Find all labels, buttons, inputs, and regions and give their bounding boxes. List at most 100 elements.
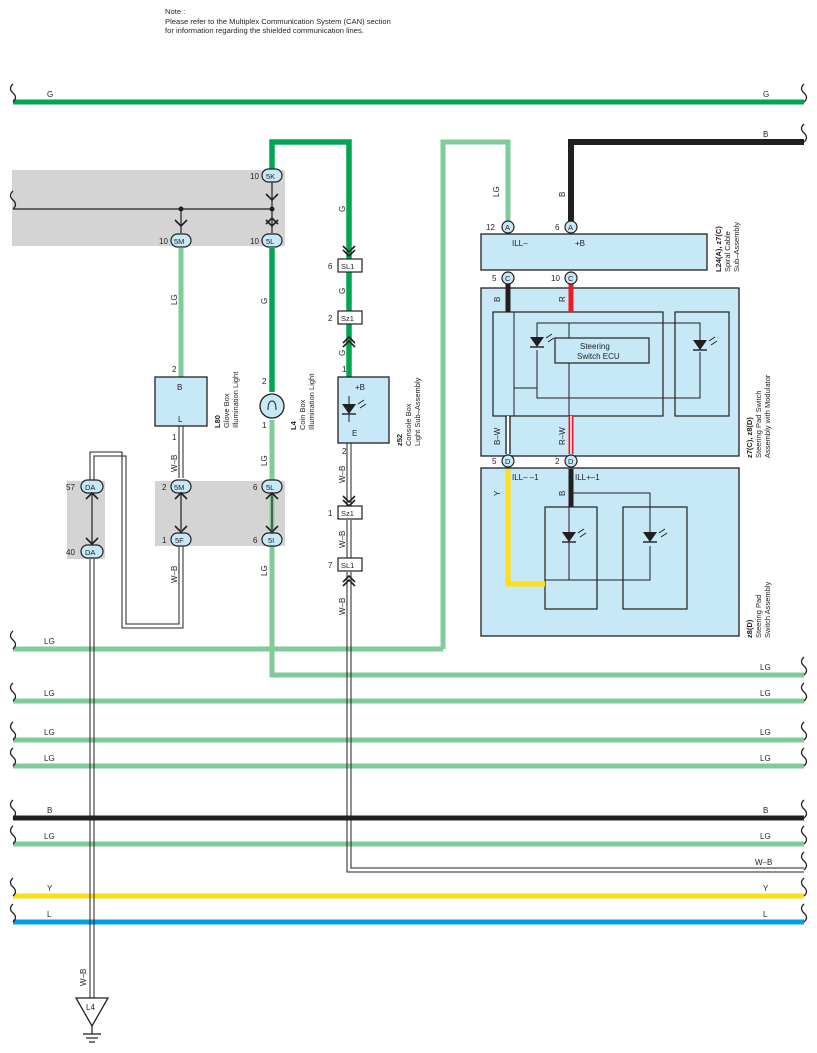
modulator-id: z7(C), z8(D) xyxy=(745,417,754,458)
l4-pin-bot: 1 xyxy=(262,421,267,430)
pad-led-box-right xyxy=(622,506,688,610)
steering-wires xyxy=(505,283,574,587)
code-5l: 5L xyxy=(266,237,274,246)
wire-label-wb-z52c: W–B xyxy=(338,598,347,615)
wire-label-g-5l: G xyxy=(260,298,269,304)
wire-label-wb-z52b: W–B xyxy=(338,531,347,548)
l80-id: L80 xyxy=(213,415,222,428)
bus-label-lg-6: LG xyxy=(44,832,55,841)
spiral-cable-box xyxy=(480,233,708,271)
note: Note : Please refer to the Multiplex Com… xyxy=(165,7,391,36)
z52-pin-top: 1 xyxy=(342,365,347,374)
code-c-b: C xyxy=(568,274,574,283)
bus-label-b-2r: B xyxy=(763,806,768,815)
code-5m-b: 5M xyxy=(174,483,184,492)
pin-7-sl1: 7 xyxy=(328,561,333,570)
bus-label-lg-3: LG xyxy=(44,689,55,698)
l80-term-bot: L xyxy=(178,415,183,424)
wire-label-g-sz1: G xyxy=(338,350,347,356)
pin-12-a: 12 xyxy=(486,223,495,232)
code-sl1: SL1 xyxy=(341,262,354,271)
code-5l-b: 5L xyxy=(266,483,274,492)
pad-name-1: Steering Pad xyxy=(754,595,763,638)
code-sl1-b: SL1 xyxy=(341,561,354,570)
wire-label-lg-5m: LG xyxy=(170,294,179,305)
z52-pin-bot: 2 xyxy=(342,447,347,456)
glove-box-light-box xyxy=(154,376,208,427)
pin-57-da: 57 xyxy=(66,483,75,492)
bus-label-wb: W–B xyxy=(755,858,772,867)
spiral-term-right: +B xyxy=(575,239,585,248)
z52-name-1: Console Box xyxy=(404,403,413,446)
pin-2-d: 2 xyxy=(555,457,560,466)
bus-label-lg-2: LG xyxy=(760,663,771,672)
ecu-line-2: Switch ECU xyxy=(577,352,620,361)
code-sz1: Sz1 xyxy=(341,314,354,323)
wire-label-lg-l4: LG xyxy=(260,455,269,466)
spiral-name-1: Spiral Cable xyxy=(723,231,732,272)
bus-label-b-top: B xyxy=(763,130,768,139)
note-line-1: Please refer to the Multiplex Communicat… xyxy=(165,16,391,26)
z52-id: z52 xyxy=(395,434,404,446)
bus-label-g-left: G xyxy=(47,90,53,99)
spiral-name-2: Sub–Assembly xyxy=(732,222,741,272)
circle-connectors xyxy=(501,220,578,468)
wire-label-y-d: Y xyxy=(493,490,502,496)
code-5i: 5I xyxy=(268,536,274,545)
bulb-icon xyxy=(259,393,285,419)
pin-2-5m: 2 xyxy=(162,483,167,492)
steering-pad-switch-box xyxy=(480,467,740,637)
wire-label-wb-l80: W–B xyxy=(170,455,179,472)
pin-6-a: 6 xyxy=(555,223,560,232)
bus-label-lg-4: LG xyxy=(44,728,55,737)
code-a-b: A xyxy=(568,223,573,232)
spiral-id: L24(A), z7(C) xyxy=(714,226,723,272)
wire-label-lg-a: LG xyxy=(492,186,501,197)
pin-6-5l: 6 xyxy=(253,483,258,492)
wire-label-wb-l80b: W–B xyxy=(170,566,179,583)
code-5f: 5F xyxy=(175,536,184,545)
pin-6-sl1: 6 xyxy=(328,262,333,271)
bus-label-lg-1: LG xyxy=(44,637,55,646)
led-icon xyxy=(643,528,668,543)
bus-label-lg-3r: LG xyxy=(760,689,771,698)
junction-block-top xyxy=(12,170,285,246)
wire-label-g-sl1: G xyxy=(338,288,347,294)
note-line-2: for information regarding the shielded c… xyxy=(165,26,364,35)
modulator-inner-box xyxy=(492,311,664,417)
bus-label-b-2: B xyxy=(47,806,52,815)
pin-40-da: 40 xyxy=(66,548,75,557)
code-d: D xyxy=(505,457,511,466)
ground-icon xyxy=(74,997,110,1043)
code-da-b: DA xyxy=(85,548,95,557)
l80-term-top: B xyxy=(177,383,182,392)
pin-6-5i: 6 xyxy=(253,536,258,545)
pin-10-5m: 10 xyxy=(159,237,168,246)
led-icon xyxy=(693,336,718,351)
modulator-internal-wiring xyxy=(513,312,701,416)
pin-1-sz1: 1 xyxy=(328,509,333,518)
code-sz1-b: Sz1 xyxy=(341,509,354,518)
wire-label-b-d: B xyxy=(558,491,567,496)
wire-label-wb-z52: W–B xyxy=(338,466,347,483)
code-5k: 5K xyxy=(266,172,275,181)
wire-label-g-z52: G xyxy=(338,206,347,212)
ecu-line-1: Steering xyxy=(580,342,610,351)
pin-1-5f: 1 xyxy=(162,536,167,545)
l4-name-1: Coin Box xyxy=(298,399,307,430)
z52-name-2: Light Sub–Assembly xyxy=(413,377,422,446)
wire-label-rw: R–W xyxy=(558,427,567,445)
spiral-term-left: ILL– xyxy=(512,239,528,248)
wire-label-b-c: B xyxy=(493,297,502,302)
wire-paths xyxy=(89,139,804,998)
note-title: Note : xyxy=(165,7,186,16)
code-5m: 5M xyxy=(174,237,184,246)
wire-label-wb-gnd: W–B xyxy=(79,969,88,986)
bus-label-lg-5r: LG xyxy=(760,754,771,763)
pin-10-c: 10 xyxy=(551,274,560,283)
l4-id: L4 xyxy=(289,420,298,430)
pin-10-5l: 10 xyxy=(250,237,259,246)
wire-label-lg-l4b: LG xyxy=(260,565,269,576)
pad-id: z8(D) xyxy=(745,619,754,638)
